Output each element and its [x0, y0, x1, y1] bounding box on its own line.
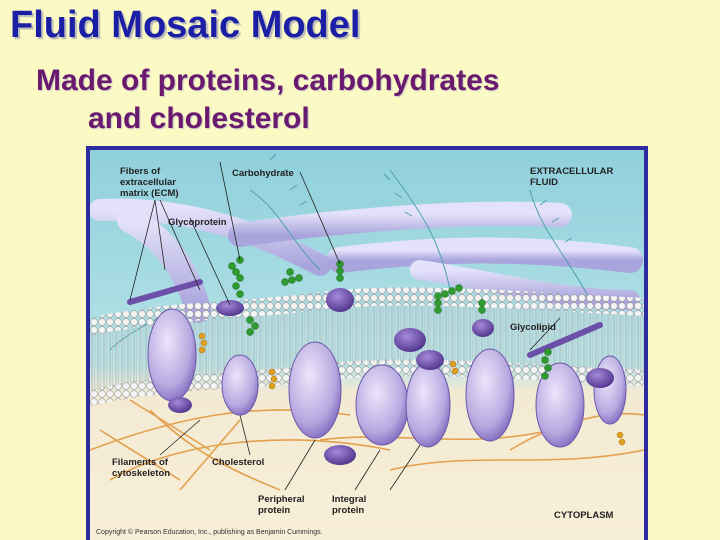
label-integral-2: protein: [332, 505, 364, 516]
carbohydrate-chains: [228, 256, 552, 380]
label-fibers-2: extracellular: [120, 177, 176, 188]
outer-leaflet: [90, 287, 644, 336]
slide-subtitle: Made of proteins, carbohydrates and chol…: [36, 62, 499, 138]
peripheral-proteins: [127, 279, 614, 465]
label-integral-1: Integral: [332, 494, 366, 505]
cytoskeleton-filaments: [90, 399, 644, 491]
membrane-illustration: Fibers of extracellular matrix (ECM) Car…: [90, 150, 644, 540]
subtitle-line-2: and cholesterol: [88, 102, 310, 135]
label-peripheral-1: Peripheral: [258, 494, 304, 505]
label-cholesterol: Cholesterol: [212, 457, 264, 468]
label-extracellular-1: EXTRACELLULAR: [530, 166, 614, 177]
copyright-notice: Copyright © Pearson Education, Inc., pub…: [96, 528, 323, 536]
label-cytoplasm: CYTOPLASM: [554, 510, 614, 521]
slide-title: Fluid Mosaic Model: [10, 4, 361, 46]
label-carbohydrate: Carbohydrate: [232, 168, 294, 179]
label-filaments-1: Filaments of: [112, 457, 169, 468]
membrane-diagram: Fibers of extracellular matrix (ECM) Car…: [86, 146, 648, 540]
label-extracellular-2: FLUID: [530, 177, 558, 188]
leader-lines: [129, 161, 561, 491]
label-glycoprotein: Glycoprotein: [168, 217, 227, 228]
cholesterol-molecules: [198, 332, 626, 446]
integral-proteins: [147, 308, 627, 448]
label-glycolipid: Glycolipid: [510, 322, 556, 333]
ecm-fibers: [90, 198, 643, 323]
label-fibers-1: Fibers of: [120, 166, 161, 177]
subtitle-line-1: Made of proteins, carbohydrates: [36, 64, 500, 97]
label-peripheral-2: protein: [258, 505, 290, 516]
diagram-labels: Fibers of extracellular matrix (ECM) Car…: [96, 166, 614, 536]
label-fibers-3: matrix (ECM): [120, 188, 179, 199]
label-filaments-2: cytoskeleton: [112, 468, 170, 479]
